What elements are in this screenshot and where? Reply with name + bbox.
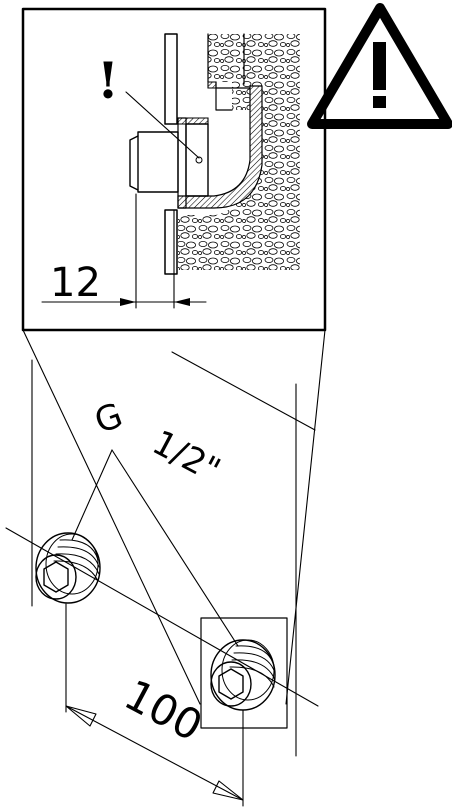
right-fitting <box>200 617 288 729</box>
wall-fill <box>178 34 300 270</box>
threaded-plug <box>137 131 179 193</box>
fitting-flange <box>177 117 187 209</box>
detail-view: ! 12 <box>21 7 327 332</box>
left-fitting <box>35 532 101 604</box>
thread-label-size: 1/2" <box>146 423 227 491</box>
detail-frame <box>21 7 327 332</box>
projection-lines <box>22 329 326 757</box>
warning-triangle-icon <box>307 3 452 129</box>
tile-upper <box>164 33 178 125</box>
tile-lower <box>164 209 178 275</box>
fittings-view: G 1/2" 100 <box>5 395 319 807</box>
thread-label-g: G <box>90 395 128 442</box>
fitting-seal <box>185 123 209 197</box>
dimension-100-label: 100 <box>117 670 211 751</box>
dimension-12-label: 12 <box>50 260 101 306</box>
detail-warning-mark: ! <box>97 51 119 110</box>
elbow-pipe-bend <box>177 85 263 209</box>
